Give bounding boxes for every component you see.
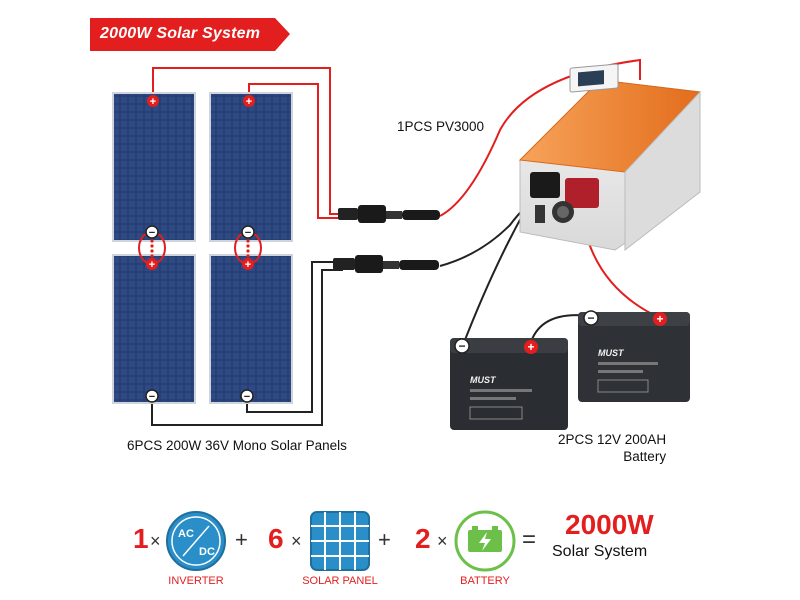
positive-terminal: +	[147, 95, 159, 108]
negative-terminal: −	[241, 225, 255, 239]
mc4-connector-positive	[338, 205, 440, 223]
mc4-connectors	[333, 205, 440, 273]
ac-dc-icon: AC DC	[166, 511, 226, 571]
battery-caption: BATTERY	[460, 575, 510, 587]
equals-sign: =	[522, 526, 537, 553]
times-sign: ×	[150, 531, 161, 551]
times-sign: ×	[291, 531, 302, 551]
battery-unit: MUST	[450, 338, 568, 430]
page-title: 2000W Solar System	[100, 25, 261, 42]
svg-text:+: +	[149, 259, 155, 271]
svg-text:−: −	[458, 339, 465, 353]
solar-panels	[112, 92, 293, 404]
inverter-caption: INVERTER	[168, 575, 224, 587]
svg-text:+: +	[246, 96, 252, 108]
panels-label: 6PCS 200W 36V Mono Solar Panels	[127, 438, 347, 453]
positive-terminal: +	[146, 258, 158, 271]
title-banner-shape	[90, 18, 290, 51]
battery-label: 2PCS 12V 200AH Battery	[558, 431, 666, 465]
inverter-unit	[518, 63, 702, 252]
solar-panel-caption: SOLAR PANEL	[302, 575, 378, 587]
batteries: MUST MUST + − + −	[450, 310, 690, 430]
svg-text:−: −	[245, 227, 251, 239]
battery-icon	[454, 510, 516, 572]
result-label: Solar System	[552, 543, 648, 560]
solar-panel	[112, 254, 196, 404]
negative-terminal: −	[145, 225, 159, 239]
svg-text:MUST: MUST	[598, 348, 625, 358]
inverter-quantity: 1	[133, 523, 149, 554]
svg-text:+: +	[150, 96, 156, 108]
negative-terminal: −	[145, 389, 159, 403]
negative-terminal: −	[454, 338, 470, 354]
svg-text:DC: DC	[199, 546, 215, 558]
svg-text:MUST: MUST	[470, 375, 497, 385]
svg-text:AC: AC	[178, 528, 194, 540]
inverter-positive-terminal-cover	[565, 178, 599, 208]
svg-text:−: −	[244, 391, 250, 403]
solar-panel	[209, 254, 293, 404]
svg-text:−: −	[149, 391, 155, 403]
svg-text:+: +	[656, 312, 663, 326]
panel-quantity: 6	[268, 523, 284, 554]
solar-panel	[112, 92, 196, 242]
wire-negative-bottom-right	[246, 261, 340, 413]
inverter-negative-terminal-cover	[530, 172, 560, 198]
battery-quantity: 2	[415, 523, 431, 554]
plus-sign: +	[235, 527, 248, 552]
battery-label-line2: Battery	[623, 449, 667, 464]
positive-terminal: +	[243, 95, 255, 108]
negative-terminal: −	[583, 310, 599, 326]
solar-panel-icon	[310, 511, 370, 571]
svg-text:−: −	[149, 227, 155, 239]
terminals: + + − − + + − −	[145, 95, 255, 403]
inverter-label: 1PCS PV3000	[397, 119, 485, 134]
svg-text:−: −	[587, 311, 594, 325]
solar-panel	[209, 92, 293, 242]
times-sign: ×	[437, 531, 448, 551]
mc4-connector-negative	[333, 255, 439, 273]
positive-terminal: +	[242, 258, 254, 271]
result-value: 2000W	[565, 509, 654, 540]
battery-unit: MUST	[578, 312, 690, 402]
wire-positive-top-right	[248, 83, 345, 219]
wire-negative-bottom-left	[151, 269, 343, 426]
positive-terminal: +	[653, 312, 667, 326]
battery-label-line1: 2PCS 12V 200AH	[558, 432, 667, 447]
plus-sign: +	[378, 527, 391, 552]
wire-positive-top-left	[152, 67, 350, 215]
svg-text:+: +	[245, 259, 251, 271]
svg-text:+: +	[527, 340, 534, 354]
negative-terminal: −	[240, 389, 254, 403]
positive-terminal: +	[524, 340, 538, 354]
wiring	[151, 58, 661, 426]
